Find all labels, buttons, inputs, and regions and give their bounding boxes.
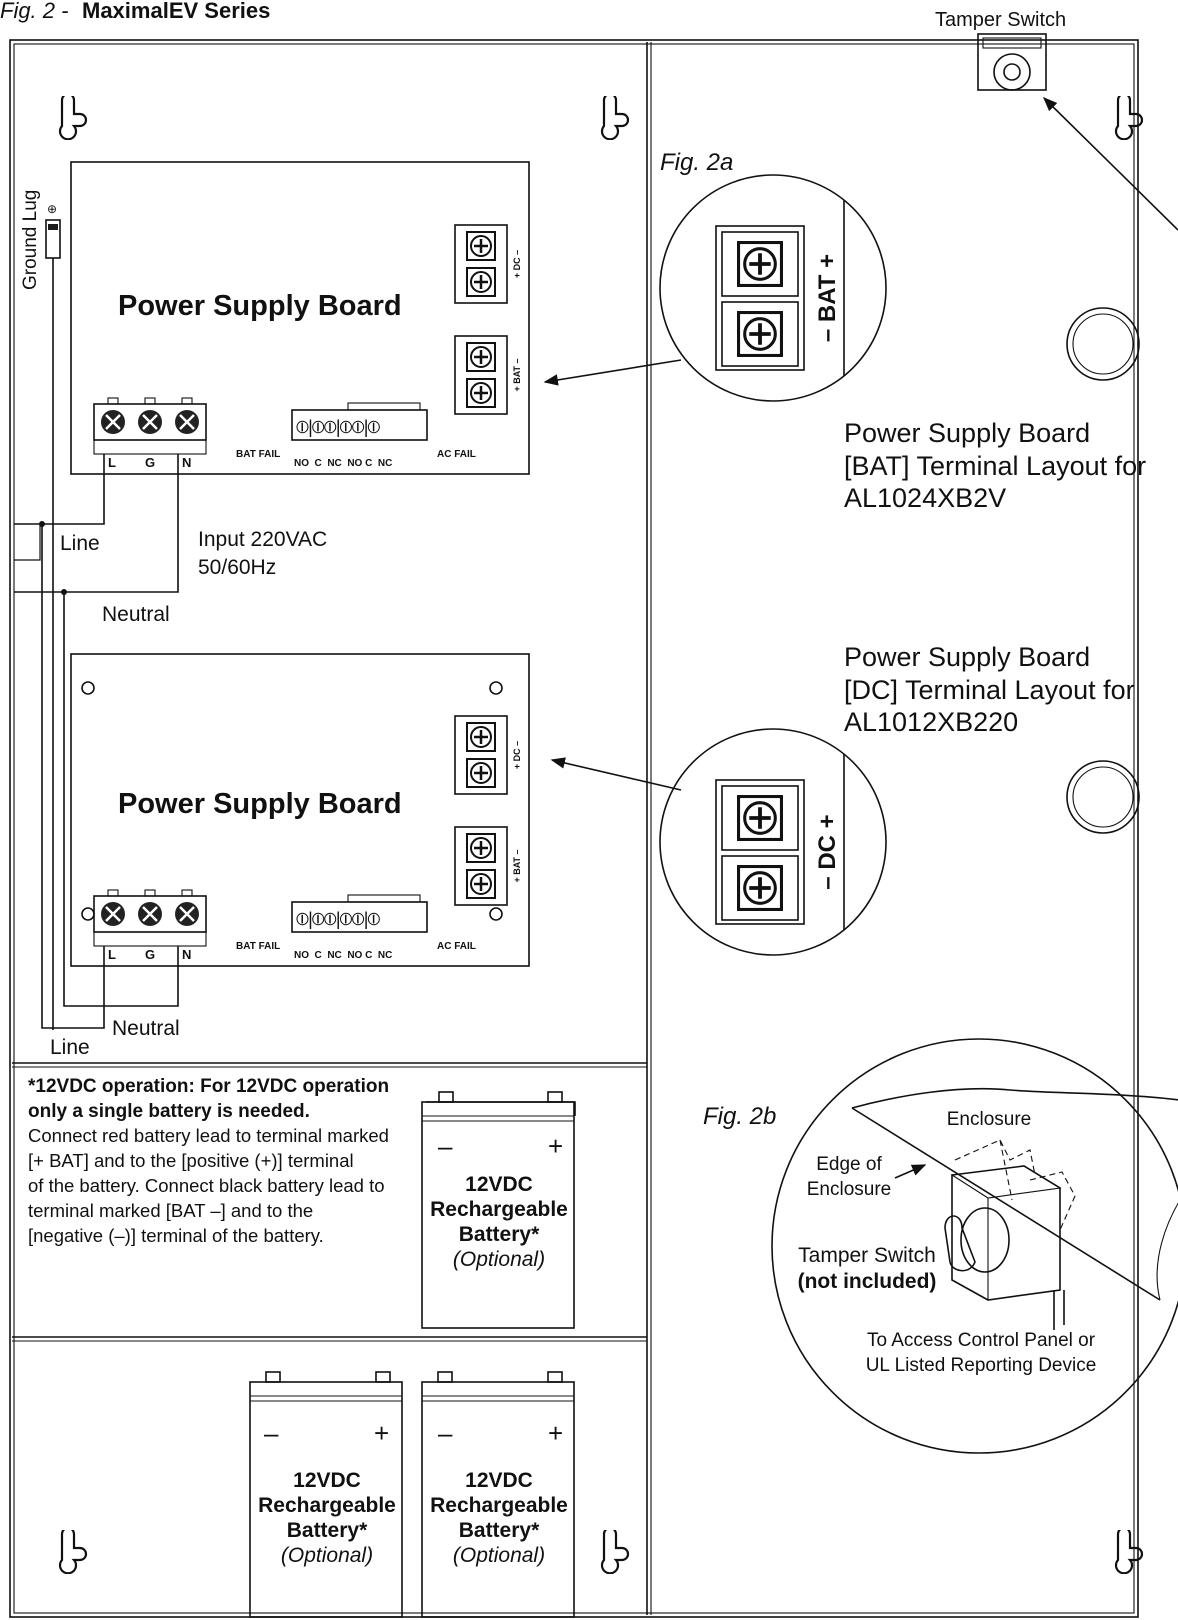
bat-terminal-label: + BAT –: [512, 358, 522, 391]
svg-text:[negative (–)] terminal of the: [negative (–)] terminal of the battery.: [28, 1225, 324, 1246]
dc-terminal-detail: – DC +: [659, 728, 887, 956]
keyhole-icon: [600, 96, 630, 140]
relay-contacts-label: NO C NC NO C NC: [294, 458, 392, 469]
svg-text:terminal marked [BAT –] and to: terminal marked [BAT –] and to the: [28, 1200, 313, 1221]
line-label-bottom: Line: [50, 1036, 90, 1059]
terminal-l: L: [108, 947, 116, 962]
svg-text:[+ BAT] and to the [positive (: [+ BAT] and to the [positive (+)] termin…: [28, 1150, 354, 1171]
knockout-icon: [1066, 760, 1140, 834]
svg-text:Rechargeable: Rechargeable: [258, 1494, 396, 1517]
bat-terminal-detail: – BAT +: [659, 174, 887, 402]
power-supply-board-2: Power Supply Board + DC – + BAT – L G N …: [70, 653, 530, 967]
svg-text:only a single battery is neede: only a single battery is needed.: [28, 1101, 310, 1122]
svg-text:of the battery. Connect black: of the battery. Connect black battery le…: [28, 1175, 385, 1196]
battery-optional-single: – + 12VDC Rechargeable Battery* (Optiona…: [421, 1091, 576, 1329]
terminal-l: L: [108, 455, 116, 470]
dc-caption-line2: [DC] Terminal Layout for: [844, 675, 1135, 705]
tamper-detail-line2: (not included): [798, 1270, 937, 1293]
board-title: Power Supply Board: [118, 290, 402, 322]
svg-text:+: +: [374, 1418, 389, 1448]
input-voltage-label: Input 220VAC: [198, 528, 327, 551]
figure-title: MaximalEV Series: [82, 0, 270, 23]
dc-terminal-polarity: – DC +: [814, 814, 841, 889]
relay-contacts-label: NO C NC NO C NC: [294, 950, 392, 961]
fig-2a-label: Fig. 2a: [660, 149, 733, 176]
bat-fail-label: BAT FAIL: [236, 941, 280, 952]
ground-lug-icon: ⊕: [45, 202, 61, 259]
svg-text:+: +: [548, 1131, 563, 1161]
edge-arrow: [894, 1164, 927, 1179]
keyhole-icon: [600, 1530, 630, 1574]
dc-terminal-label: + DC –: [512, 741, 522, 769]
bat-detail-arrow: [543, 359, 682, 386]
svg-text:Rechargeable: Rechargeable: [430, 1494, 568, 1517]
tamper-detail-line1: Tamper Switch: [798, 1244, 936, 1267]
bat-terminal-label: + BAT –: [512, 849, 522, 882]
tamper-switch-detail: [771, 1038, 1178, 1454]
battery-optional-left: – + 12VDC Rechargeable Battery* (Optiona…: [249, 1371, 403, 1618]
fig-2b-label: Fig. 2b: [703, 1103, 776, 1130]
dc-caption-line1: Power Supply Board: [844, 642, 1090, 672]
dc-caption-line3: AL1012XB220: [844, 707, 1018, 737]
keyhole-icon: [58, 1530, 88, 1574]
power-supply-board-1: Power Supply Board + DC – + BAT – L G N …: [70, 161, 530, 475]
relay-terminals-icon: ⦶|⦶⦶|⦶⦶|⦶: [296, 909, 380, 929]
enclosure-outline: [9, 39, 1139, 1618]
svg-text:Battery*: Battery*: [287, 1519, 368, 1542]
svg-text:12VDC: 12VDC: [465, 1469, 533, 1492]
dc-detail-arrow: [550, 757, 682, 791]
svg-text:(Optional): (Optional): [281, 1544, 373, 1567]
bat-caption-line3: AL1024XB2V: [844, 483, 1006, 513]
edge-label-line1: Edge of: [816, 1154, 882, 1175]
knockout-icon: [1066, 307, 1140, 381]
figure-prefix: Fig. 2 -: [0, 0, 68, 23]
terminal-g: G: [145, 947, 155, 962]
relay-terminals-icon: ⦶|⦶⦶|⦶⦶|⦶: [296, 417, 380, 437]
bat-caption-line2: [BAT] Terminal Layout for: [844, 451, 1146, 481]
bat-caption-line1: Power Supply Board: [844, 418, 1090, 448]
terminal-n: N: [182, 947, 191, 962]
bat-terminal-polarity: – BAT +: [814, 254, 841, 342]
svg-text:–: –: [438, 1418, 453, 1448]
neutral-label-top: Neutral: [102, 603, 170, 626]
keyhole-icon: [58, 96, 88, 140]
access-label-line1: To Access Control Panel or: [867, 1330, 1096, 1351]
bat-fail-label: BAT FAIL: [236, 449, 280, 460]
svg-text:⊕: ⊕: [47, 202, 57, 216]
input-frequency-label: 50/60Hz: [198, 556, 276, 579]
svg-text:*12VDC operation: For 12VDC op: *12VDC operation: For 12VDC operation: [28, 1076, 389, 1097]
ac-fail-label: AC FAIL: [437, 449, 476, 460]
svg-text:Battery*: Battery*: [459, 1223, 540, 1246]
svg-text:Rechargeable: Rechargeable: [430, 1198, 568, 1221]
battery-optional-right: – + 12VDC Rechargeable Battery* (Optiona…: [421, 1371, 575, 1618]
svg-text:+: +: [548, 1418, 563, 1448]
svg-text:(Optional): (Optional): [453, 1248, 545, 1271]
battery-note: *12VDC operation: For 12VDC operation on…: [28, 1076, 389, 1246]
line-label-top: Line: [60, 532, 100, 555]
svg-text:Battery*: Battery*: [459, 1519, 540, 1542]
ac-fail-label: AC FAIL: [437, 941, 476, 952]
svg-text:(Optional): (Optional): [453, 1544, 545, 1567]
svg-text:12VDC: 12VDC: [293, 1469, 361, 1492]
dc-terminal-label: + DC –: [512, 250, 522, 278]
svg-text:–: –: [438, 1131, 453, 1161]
tamper-arrow: [1042, 96, 1178, 231]
neutral-label-bottom: Neutral: [112, 1017, 180, 1040]
terminal-n: N: [182, 455, 191, 470]
access-label-line2: UL Listed Reporting Device: [866, 1355, 1097, 1376]
svg-text:12VDC: 12VDC: [465, 1173, 533, 1196]
svg-text:–: –: [264, 1418, 279, 1448]
ground-lug-label: Ground Lug: [20, 190, 41, 290]
tamper-switch-icon: [977, 33, 1047, 91]
svg-text:Connect red battery lead to te: Connect red battery lead to terminal mar…: [28, 1125, 389, 1146]
ac-wiring: [14, 454, 179, 1029]
board-title: Power Supply Board: [118, 788, 402, 820]
enclosure-label: Enclosure: [947, 1109, 1032, 1130]
edge-label-line2: Enclosure: [807, 1179, 892, 1200]
terminal-g: G: [145, 455, 155, 470]
tamper-switch-label: Tamper Switch: [935, 9, 1066, 31]
